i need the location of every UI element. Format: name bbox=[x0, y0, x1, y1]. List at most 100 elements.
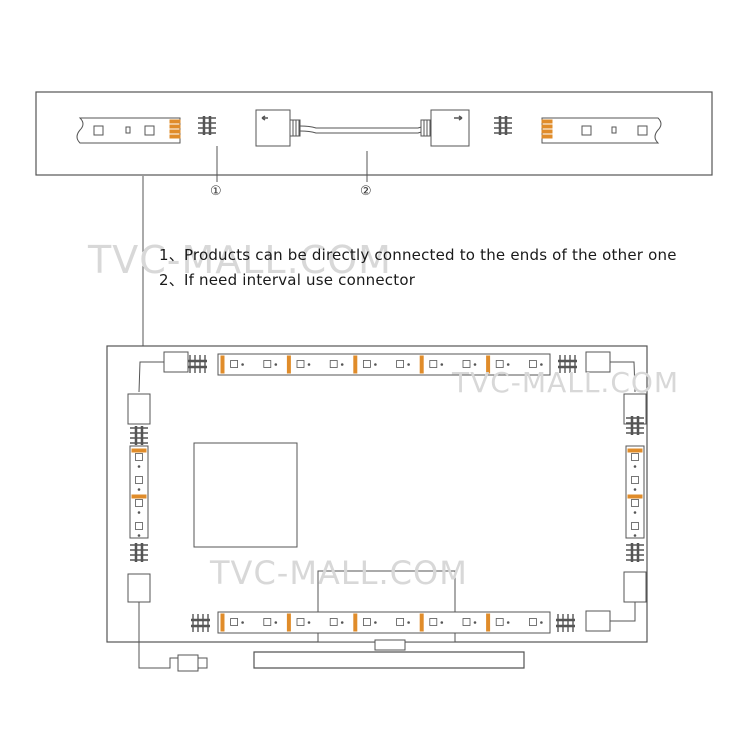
tv-left-upper-header bbox=[130, 426, 148, 445]
tv-right-upper-header bbox=[626, 416, 644, 435]
led-chip bbox=[429, 360, 438, 368]
tv-bottom-right-connector bbox=[585, 610, 611, 632]
top-right-strip bbox=[541, 117, 662, 144]
copper-pad bbox=[131, 448, 147, 453]
tv-top-left-connector bbox=[163, 351, 189, 373]
usb-body bbox=[177, 654, 199, 672]
led-chip bbox=[296, 618, 305, 626]
tv-bottom-right-header bbox=[556, 614, 575, 632]
copper-pad bbox=[169, 124, 181, 129]
copper-pad bbox=[353, 613, 358, 632]
led-chip bbox=[135, 453, 143, 461]
top-connector-cable bbox=[255, 109, 470, 147]
resistor bbox=[633, 511, 637, 514]
resistor bbox=[440, 363, 444, 366]
wire-bottom-right bbox=[610, 602, 636, 622]
resistor bbox=[374, 621, 377, 624]
led-chip bbox=[263, 360, 272, 368]
led-chip bbox=[495, 618, 504, 626]
led-chip bbox=[362, 618, 371, 626]
led-chip bbox=[230, 618, 239, 626]
copper-pad bbox=[541, 129, 553, 134]
usb-cable bbox=[138, 602, 178, 669]
copper-pad bbox=[419, 355, 424, 374]
top-pin-header-right bbox=[494, 116, 512, 135]
strip-body bbox=[217, 353, 551, 376]
resistor bbox=[540, 363, 543, 366]
led-chip bbox=[529, 618, 537, 626]
resistor bbox=[137, 465, 141, 468]
strip-body bbox=[217, 611, 551, 634]
tv-right-lower-connector bbox=[623, 571, 647, 603]
led-chip bbox=[637, 125, 648, 136]
arrow-right-icon bbox=[454, 115, 463, 121]
led-chip bbox=[362, 360, 371, 368]
copper-pad bbox=[627, 494, 643, 499]
resistor bbox=[473, 363, 477, 366]
resistor bbox=[407, 363, 410, 366]
led-chip bbox=[631, 453, 639, 461]
led-chip bbox=[396, 618, 405, 626]
led-chip bbox=[462, 360, 471, 368]
top-left-strip bbox=[76, 117, 181, 144]
resistor bbox=[611, 126, 617, 134]
resistor bbox=[340, 363, 344, 366]
tv-left-strip bbox=[129, 445, 149, 539]
resistor bbox=[506, 621, 510, 624]
wire-top-left bbox=[138, 361, 164, 393]
watermark-bottom: TVC-MALL.COM bbox=[210, 554, 468, 592]
copper-pad bbox=[627, 448, 643, 453]
resistor bbox=[540, 621, 543, 624]
resistor bbox=[241, 363, 244, 366]
led-chip bbox=[631, 522, 639, 530]
copper-pad bbox=[486, 613, 491, 632]
resistor bbox=[307, 363, 311, 366]
wire-top-right bbox=[610, 361, 636, 393]
tv-right-lower-header bbox=[626, 543, 644, 562]
led-chip bbox=[396, 360, 405, 368]
tv-bottom-strip bbox=[217, 611, 551, 634]
copper-pad bbox=[486, 355, 491, 374]
tv-right-upper-connector bbox=[623, 393, 647, 425]
resistor bbox=[274, 363, 278, 366]
resistor bbox=[440, 621, 444, 624]
copper-pad bbox=[220, 355, 225, 374]
tv-right-strip bbox=[625, 445, 645, 539]
tv-left-lower-connector bbox=[127, 573, 151, 603]
copper-pad bbox=[169, 134, 181, 139]
led-chip bbox=[263, 618, 272, 626]
usb-tip bbox=[197, 657, 208, 669]
resistor bbox=[274, 621, 278, 624]
resistor bbox=[137, 511, 141, 514]
copper-pad bbox=[541, 124, 553, 129]
tv-stand-neck bbox=[374, 639, 406, 651]
tv-bottom-left-header bbox=[191, 614, 210, 632]
led-chip bbox=[135, 476, 143, 484]
copper-pad bbox=[220, 613, 225, 632]
led-chip bbox=[329, 618, 338, 626]
led-chip bbox=[462, 618, 471, 626]
led-chip bbox=[296, 360, 305, 368]
copper-pad bbox=[286, 613, 291, 632]
connector-housing-right bbox=[430, 109, 470, 147]
led-chip bbox=[581, 125, 592, 136]
led-chip bbox=[135, 499, 143, 507]
arrow-left-icon bbox=[261, 115, 268, 121]
strip-body bbox=[541, 117, 662, 144]
led-chip bbox=[529, 360, 537, 368]
callout-connector-cable: ② bbox=[360, 184, 372, 199]
top-pin-header-left bbox=[198, 116, 216, 135]
tv-inner-square bbox=[193, 442, 298, 548]
resistor bbox=[407, 621, 410, 624]
tv-top-left-header bbox=[188, 355, 207, 373]
note-interval-connector: 2、If need interval use connector bbox=[159, 271, 416, 289]
led-chip bbox=[429, 618, 438, 626]
tv-stand-base bbox=[253, 651, 525, 669]
tv-top-right-header bbox=[558, 355, 577, 373]
copper-pad bbox=[169, 119, 181, 124]
copper-pad bbox=[169, 129, 181, 134]
resistor bbox=[241, 621, 244, 624]
strip-body bbox=[76, 117, 181, 144]
resistor bbox=[633, 465, 637, 468]
